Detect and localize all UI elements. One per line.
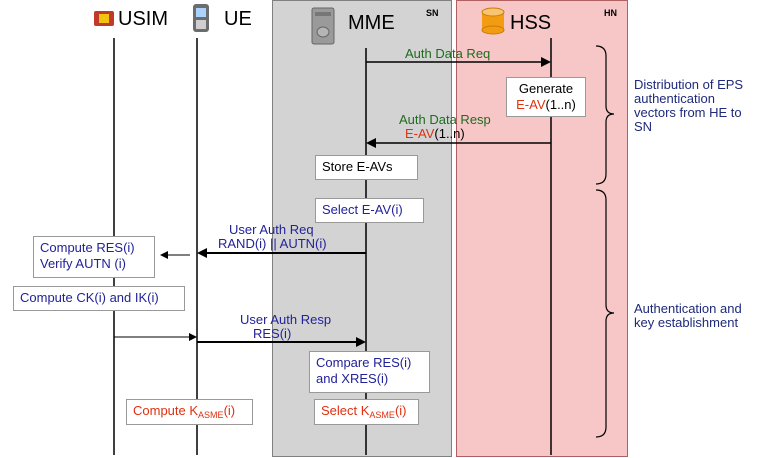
compute-ck-ik-box: Compute CK(i) and IK(i)	[13, 286, 185, 311]
user-auth-resp-label: User Auth Resp	[240, 312, 332, 327]
authentication-phase-label: Authentication and key establishment	[634, 301, 742, 330]
sim-card-icon	[94, 11, 114, 26]
generate-box: Generate E-AV(1..n)	[506, 77, 586, 117]
home-network-zone	[456, 0, 628, 457]
hn-zone-label: HN	[604, 8, 617, 18]
user-auth-req-params: RAND(i) || AUTN(i)	[218, 236, 327, 251]
mobile-phone-icon	[193, 4, 209, 32]
compare-res-box: Compare RES(i) and XRES(i)	[309, 351, 430, 393]
hss-label: HSS	[510, 12, 552, 34]
ue-label: UE	[224, 8, 252, 30]
usim-label: USIM	[118, 8, 168, 30]
auth-data-resp-params: E-AV(1..n)	[405, 126, 465, 141]
select-kasme-box: Select KASME(i)	[314, 399, 419, 425]
store-eavs-box: Store E-AVs	[315, 155, 418, 180]
auth-data-resp-label: Auth Data Resp	[399, 112, 491, 127]
database-icon	[481, 7, 505, 35]
distribution-phase-label: Distribution of EPS authentication vecto…	[634, 77, 744, 134]
sn-zone-label: SN	[426, 8, 439, 18]
mme-label: MME	[348, 12, 395, 34]
user-auth-resp-params: RES(i)	[253, 326, 292, 341]
server-icon	[311, 7, 335, 45]
compute-res-box: Compute RES(i) Verify AUTN (i)	[33, 236, 155, 278]
compute-kasme-box: Compute KASME(i)	[126, 399, 253, 425]
auth-data-req-label: Auth Data Req	[405, 46, 491, 61]
select-eav-box: Select E-AV(i)	[315, 198, 424, 223]
user-auth-req-label: User Auth Req	[229, 222, 314, 237]
